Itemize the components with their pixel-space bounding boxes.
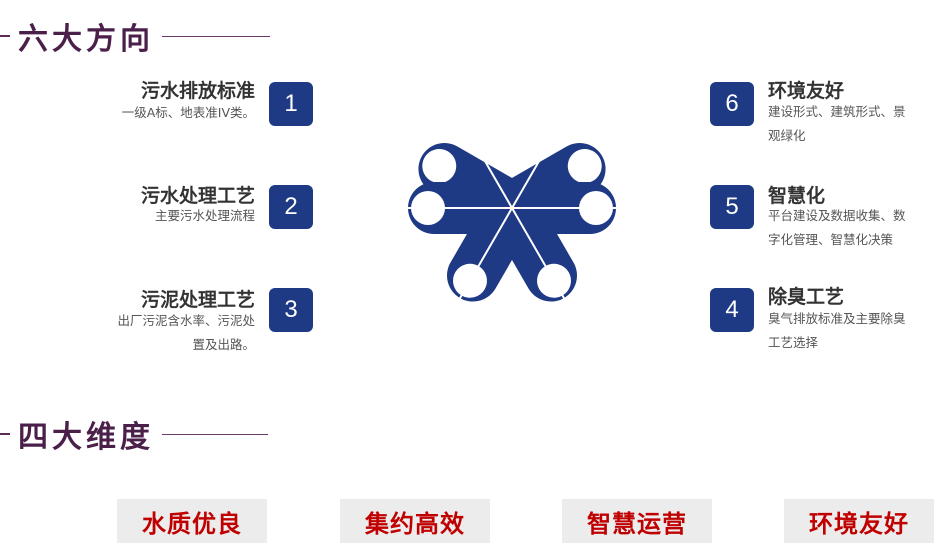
item-4-title: 除臭工艺 bbox=[768, 286, 845, 308]
item-3-desc: 出厂污泥含水率、污泥处 置及出路。 bbox=[117, 309, 255, 357]
item-5-title: 智慧化 bbox=[768, 185, 826, 207]
title-rule bbox=[162, 433, 268, 435]
item-6-desc-line2: 观绿化 bbox=[768, 128, 806, 143]
item-3-number: 3 bbox=[269, 288, 313, 332]
section-title-four: 四大维度 bbox=[18, 420, 154, 455]
section-six-directions: 六大方向 bbox=[0, 14, 270, 58]
item-3-title: 污泥处理工艺 bbox=[140, 289, 255, 311]
item-3-desc-line1: 出厂污泥含水率、污泥处 bbox=[117, 313, 255, 328]
dimension-card-3: 智慧运营 bbox=[562, 499, 712, 543]
item-5-desc-line1: 平台建设及数据收集、数 bbox=[768, 208, 906, 223]
item-2-desc: 主要污水处理流程 bbox=[154, 208, 255, 223]
item-1-number: 1 bbox=[269, 82, 313, 126]
item-2-number: 2 bbox=[269, 185, 313, 229]
title-tick bbox=[0, 35, 10, 37]
six-petal-flower-icon bbox=[402, 103, 622, 313]
item-6-number: 6 bbox=[710, 82, 754, 126]
title-tick bbox=[0, 433, 10, 435]
item-5-desc: 平台建设及数据收集、数 字化管理、智慧化决策 bbox=[768, 204, 906, 252]
section-title-six: 六大方向 bbox=[18, 22, 154, 57]
petal-dividers bbox=[402, 103, 622, 313]
title-rule bbox=[162, 35, 270, 37]
item-4-desc: 臭气排放标准及主要除臭 工艺选择 bbox=[768, 307, 906, 355]
item-6-desc-line1: 建设形式、建筑形式、景 bbox=[768, 104, 906, 119]
dimension-card-1: 水质优良 bbox=[117, 499, 267, 543]
item-4-number: 4 bbox=[710, 288, 754, 332]
item-5-number: 5 bbox=[710, 185, 754, 229]
item-4-desc-line2: 工艺选择 bbox=[768, 335, 819, 350]
item-2-title: 污水处理工艺 bbox=[140, 185, 255, 207]
item-1-title: 污水排放标准 bbox=[140, 80, 255, 102]
dimension-card-4: 环境友好 bbox=[784, 499, 934, 543]
item-5-desc-line2: 字化管理、智慧化决策 bbox=[768, 232, 894, 247]
item-1-desc: 一级A标、地表准IV类。 bbox=[121, 105, 255, 120]
item-6-desc: 建设形式、建筑形式、景 观绿化 bbox=[768, 100, 906, 148]
item-4-desc-line1: 臭气排放标准及主要除臭 bbox=[768, 311, 906, 326]
item-6-title: 环境友好 bbox=[768, 80, 845, 102]
item-3-desc-line2: 置及出路。 bbox=[192, 337, 255, 352]
dimension-card-2: 集约高效 bbox=[340, 499, 490, 543]
section-four-dimensions: 四大维度 bbox=[0, 412, 268, 456]
